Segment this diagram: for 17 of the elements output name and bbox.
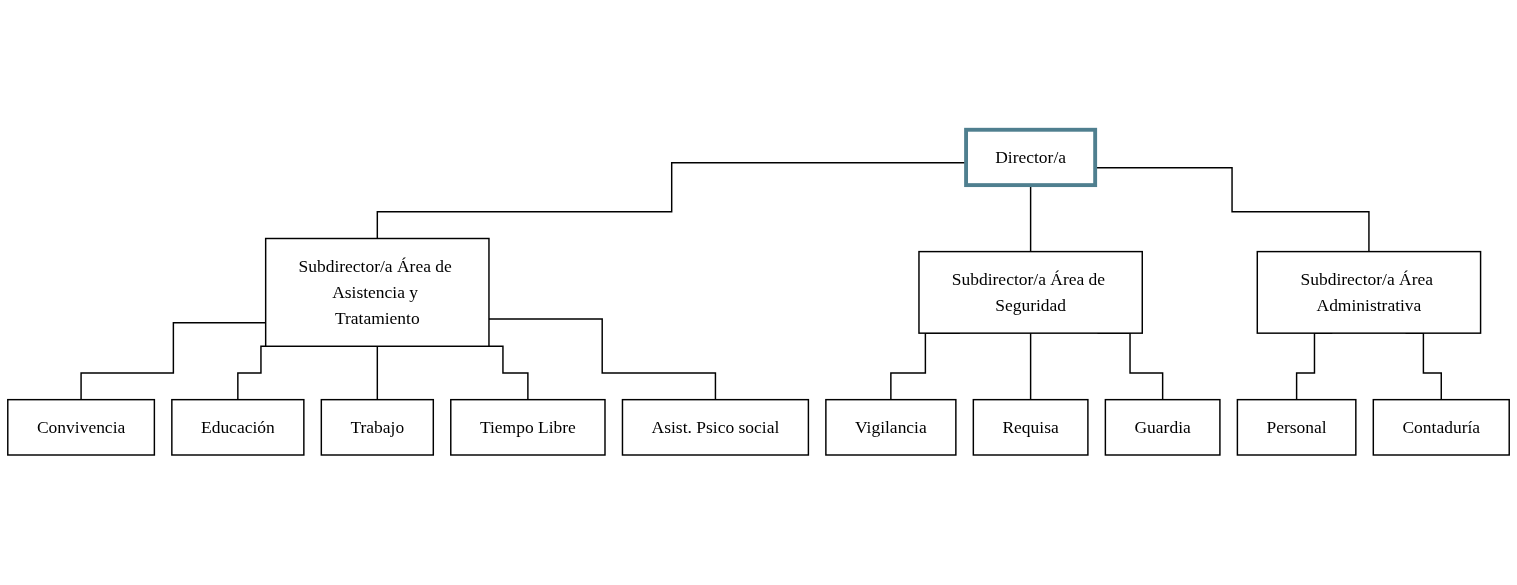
node-box: Contaduría [1372, 399, 1510, 456]
node-box: Trabajo [320, 399, 435, 456]
connector [488, 318, 717, 401]
node-box: Tiempo Libre [450, 399, 606, 456]
node-box: Educación [171, 399, 305, 456]
node-box: Subdirector/a Área de Seguridad [918, 251, 1143, 334]
node-box: Director/a [964, 127, 1098, 188]
node-box: Subdirector/a Área de Asistencia y Tratamiento [264, 237, 490, 348]
node-box: Guardia [1104, 399, 1221, 456]
node-box: Vigilancia [825, 399, 957, 456]
connector [376, 345, 379, 401]
node-box: Asist. Psico social [621, 399, 810, 456]
node-box: Requisa [972, 399, 1089, 456]
node-box: Subdirector/a Área Administrativa [1256, 251, 1482, 334]
node-box: Personal [1236, 399, 1357, 456]
node-box: Convivencia [7, 399, 156, 456]
connector [1029, 332, 1032, 401]
